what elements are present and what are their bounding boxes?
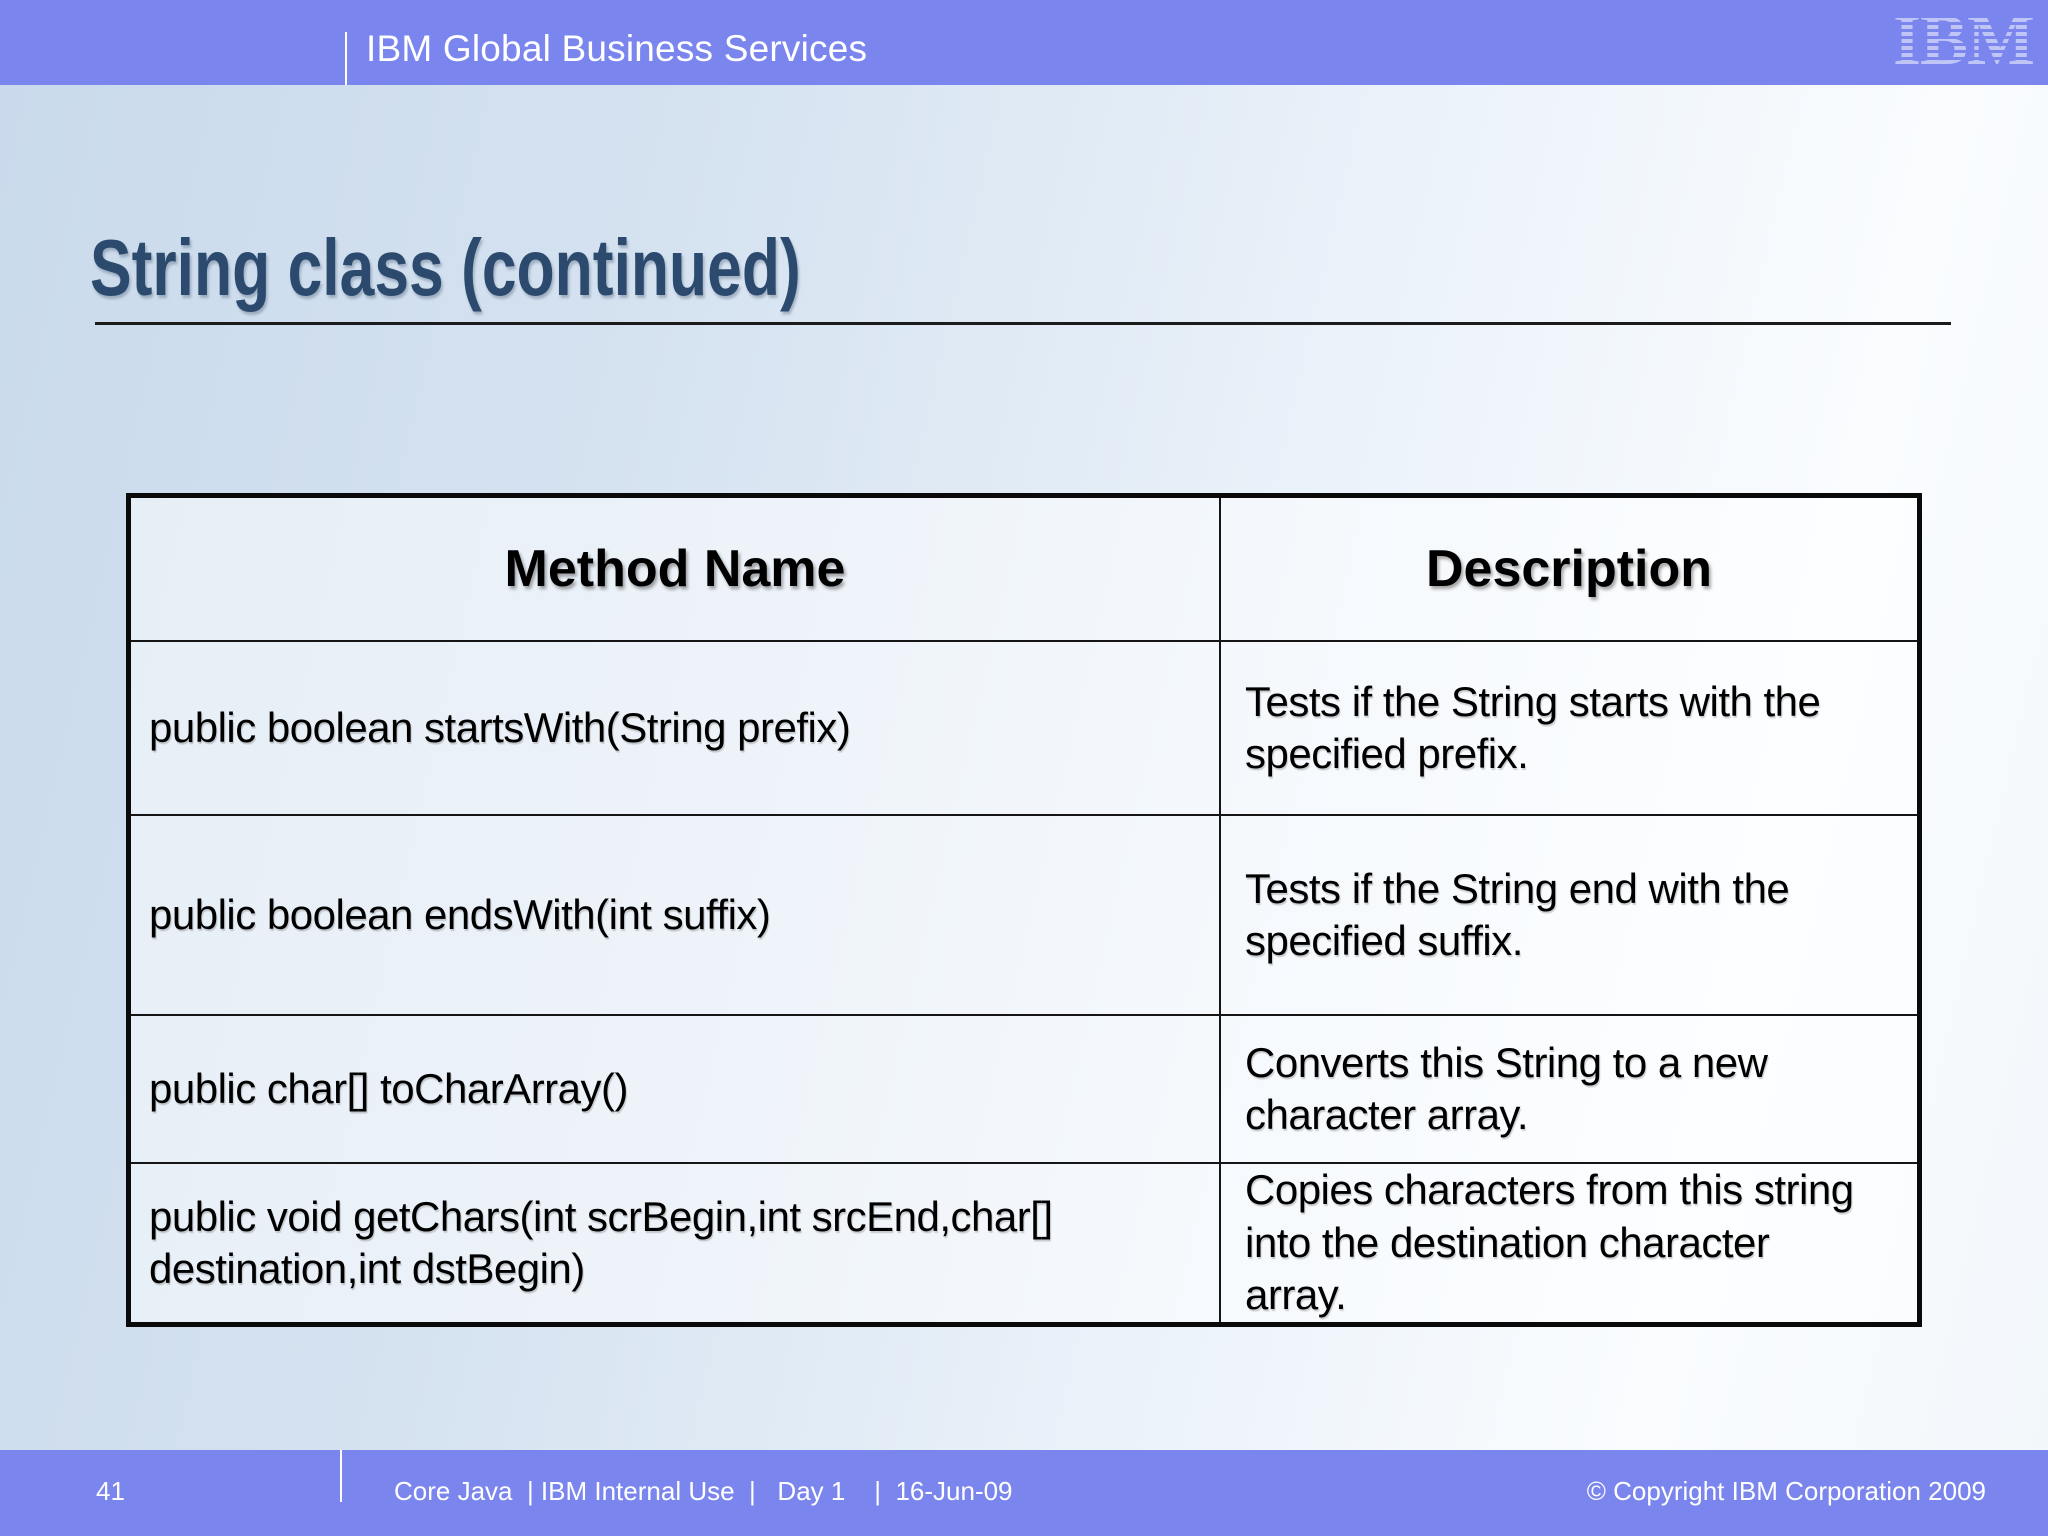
description-cell: Tests if the String starts with the spec… bbox=[1219, 640, 1917, 814]
table-header-method: Method Name bbox=[504, 539, 846, 598]
footer-copyright: © Copyright IBM Corporation 2009 bbox=[1586, 1476, 1986, 1506]
method-cell: public boolean endsWith(int suffix) bbox=[131, 814, 1219, 1014]
footer-info-text: Core Java | IBM Internal Use | Day 1 | 1… bbox=[394, 1476, 1013, 1506]
description-cell: Converts this String to a new character … bbox=[1219, 1014, 1917, 1162]
methods-table: Method Name Description public boolean s… bbox=[126, 493, 1922, 1327]
header-bar: IBM Global Business Services IBM bbox=[0, 0, 2048, 85]
method-cell: public boolean startsWith(String prefix) bbox=[131, 640, 1219, 814]
method-cell: public char[] toCharArray() bbox=[131, 1014, 1219, 1162]
footer-divider-line bbox=[340, 1450, 342, 1502]
description-cell: Copies characters from this string into … bbox=[1219, 1162, 1917, 1322]
title-underline bbox=[95, 322, 1951, 325]
method-cell: public void getChars(int scrBegin,int sr… bbox=[131, 1162, 1219, 1322]
header-divider-line bbox=[345, 32, 347, 85]
header-brand-text: IBM Global Business Services bbox=[366, 28, 868, 69]
table-header-description: Description bbox=[1219, 498, 1917, 640]
slide-title: String class (continued) bbox=[90, 223, 801, 312]
page-number: 41 bbox=[96, 1476, 125, 1506]
ibm-logo: IBM bbox=[1893, 0, 2035, 80]
footer-bar: 41 Core Java | IBM Internal Use | Day 1 … bbox=[0, 1450, 2048, 1536]
description-cell: Tests if the String end with the specifi… bbox=[1219, 814, 1917, 1014]
